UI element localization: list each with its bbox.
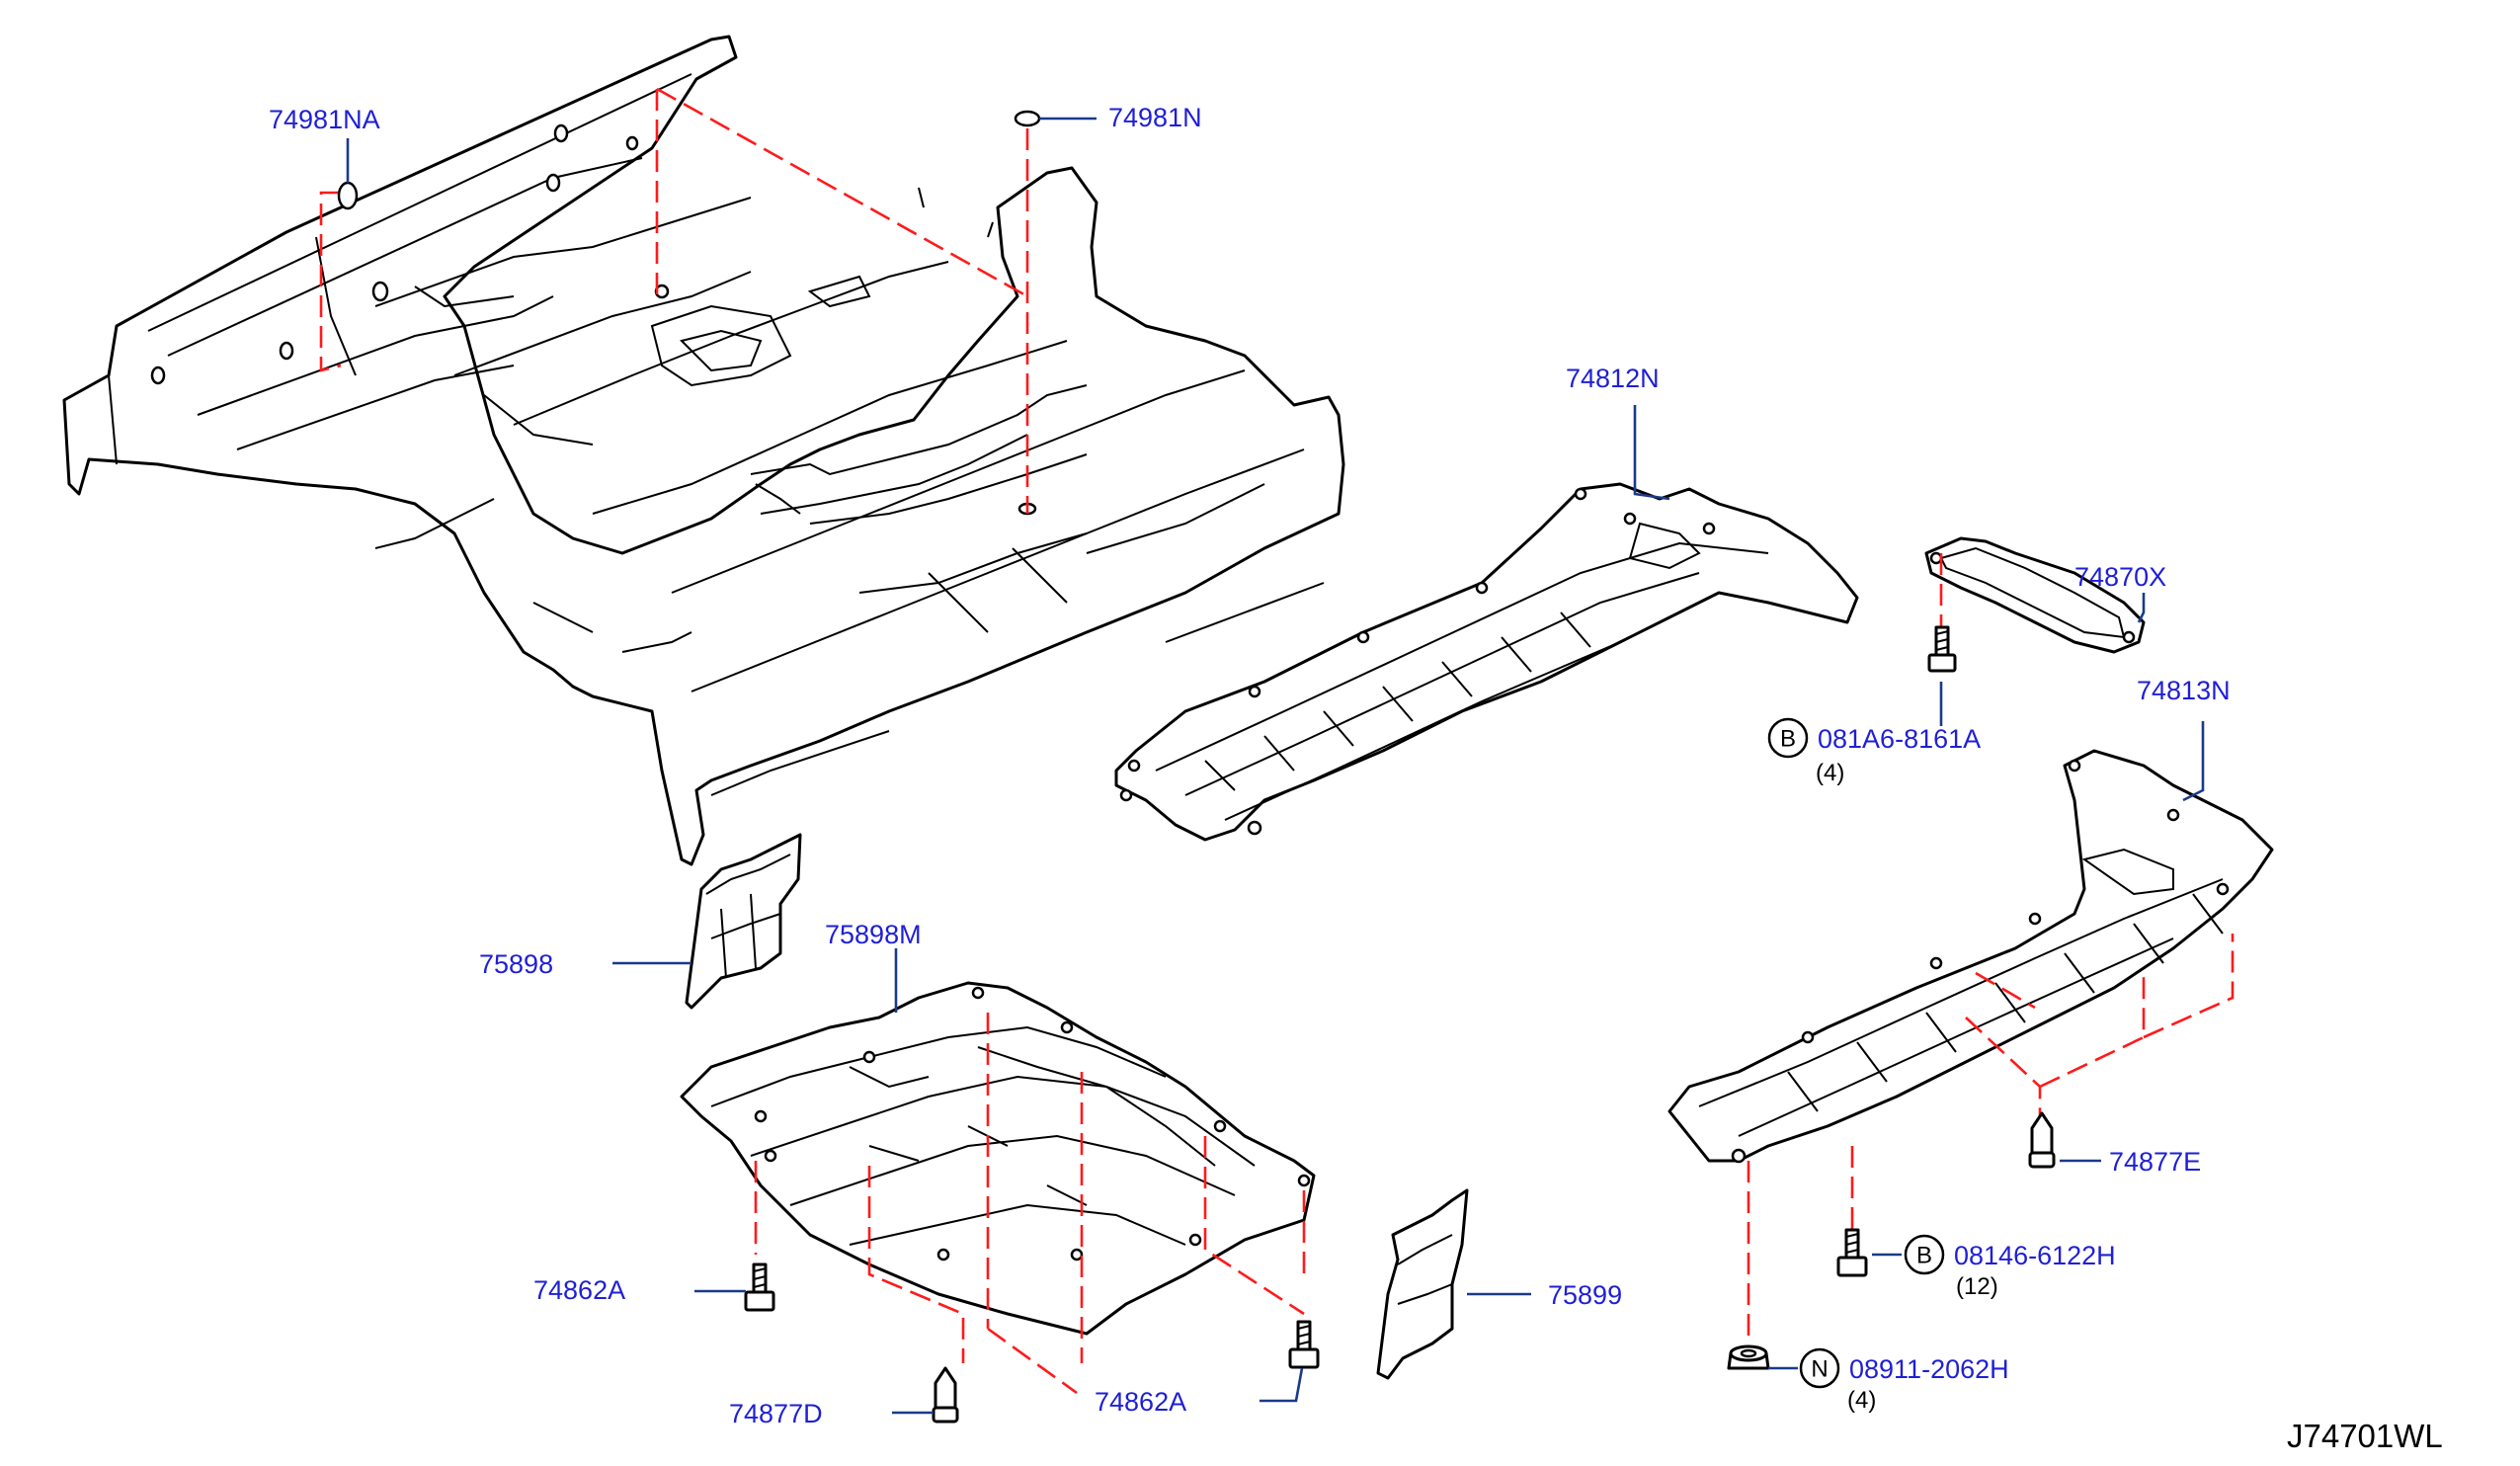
prefix-circle-n — [1799, 1347, 1840, 1389]
label-75898M: 75898M — [825, 920, 922, 949]
side-cover-75898 — [685, 833, 802, 1010]
plug-74981N — [1014, 110, 1041, 127]
label-74862A-bottom: 74862A — [1095, 1387, 1186, 1417]
label-74877E: 74877E — [2109, 1147, 2201, 1177]
front-under-cover-75898M — [680, 981, 1316, 1336]
rear-under-cover-74813N — [1667, 749, 2274, 1164]
leader-lines — [346, 117, 2205, 1415]
bracket-74870X — [1924, 536, 2146, 654]
diagram-code: J74701WL — [2287, 1418, 2443, 1454]
label-75898: 75898 — [479, 949, 553, 979]
prefix-letter: B — [1780, 726, 1796, 753]
bolt-08146-6122H — [1836, 1228, 1868, 1277]
label-74813N: 74813N — [2137, 676, 2231, 705]
reference-lines — [319, 87, 2235, 1395]
label-74870X: 74870X — [2074, 562, 2166, 592]
bolt-081A6-8161A — [1927, 625, 1957, 673]
quantity: (4) — [1847, 1387, 1876, 1414]
clip-74877E — [2028, 1111, 2056, 1169]
center-under-cover-74812N — [1114, 482, 1859, 842]
clip-74877D — [932, 1366, 959, 1424]
part-no: 08911-2062H — [1849, 1354, 2009, 1384]
label-74877D: 74877D — [729, 1399, 823, 1428]
plug-74981NA — [337, 181, 359, 210]
fastener-callout-08146: B 08146-6122H (12) — [1904, 1234, 2116, 1300]
callout-labels: 74981NA 74981N 74812N 74870X 74813N 7589… — [269, 103, 2231, 1428]
fastener-callout-08911: N 08911-2062H (4) — [1799, 1347, 2009, 1414]
prefix-letter: B — [1916, 1243, 1932, 1269]
bolt-74862A-left — [744, 1262, 775, 1312]
fastener-callout-081A6: B 081A6-8161A (4) — [1767, 717, 1981, 786]
label-74981N: 74981N — [1108, 103, 1202, 132]
label-74812N: 74812N — [1566, 364, 1660, 393]
part-no: 081A6-8161A — [1818, 724, 1981, 754]
quantity: (4) — [1816, 760, 1844, 786]
floor-panel — [62, 35, 1345, 866]
prefix-circle-b — [1767, 717, 1809, 759]
nut-08911-2062H — [1727, 1344, 1770, 1370]
prefix-letter: N — [1811, 1356, 1828, 1383]
label-75899: 75899 — [1548, 1280, 1622, 1310]
quantity: (12) — [1956, 1273, 1998, 1300]
hardware-items — [337, 110, 2056, 1424]
label-74981NA: 74981NA — [269, 105, 380, 134]
label-74862A-left: 74862A — [533, 1275, 625, 1305]
part-no: 08146-6122H — [1954, 1241, 2116, 1270]
prefix-circle-b — [1904, 1234, 1945, 1275]
bolt-74862A-bottom — [1288, 1320, 1320, 1369]
side-cover-75899 — [1376, 1188, 1469, 1380]
